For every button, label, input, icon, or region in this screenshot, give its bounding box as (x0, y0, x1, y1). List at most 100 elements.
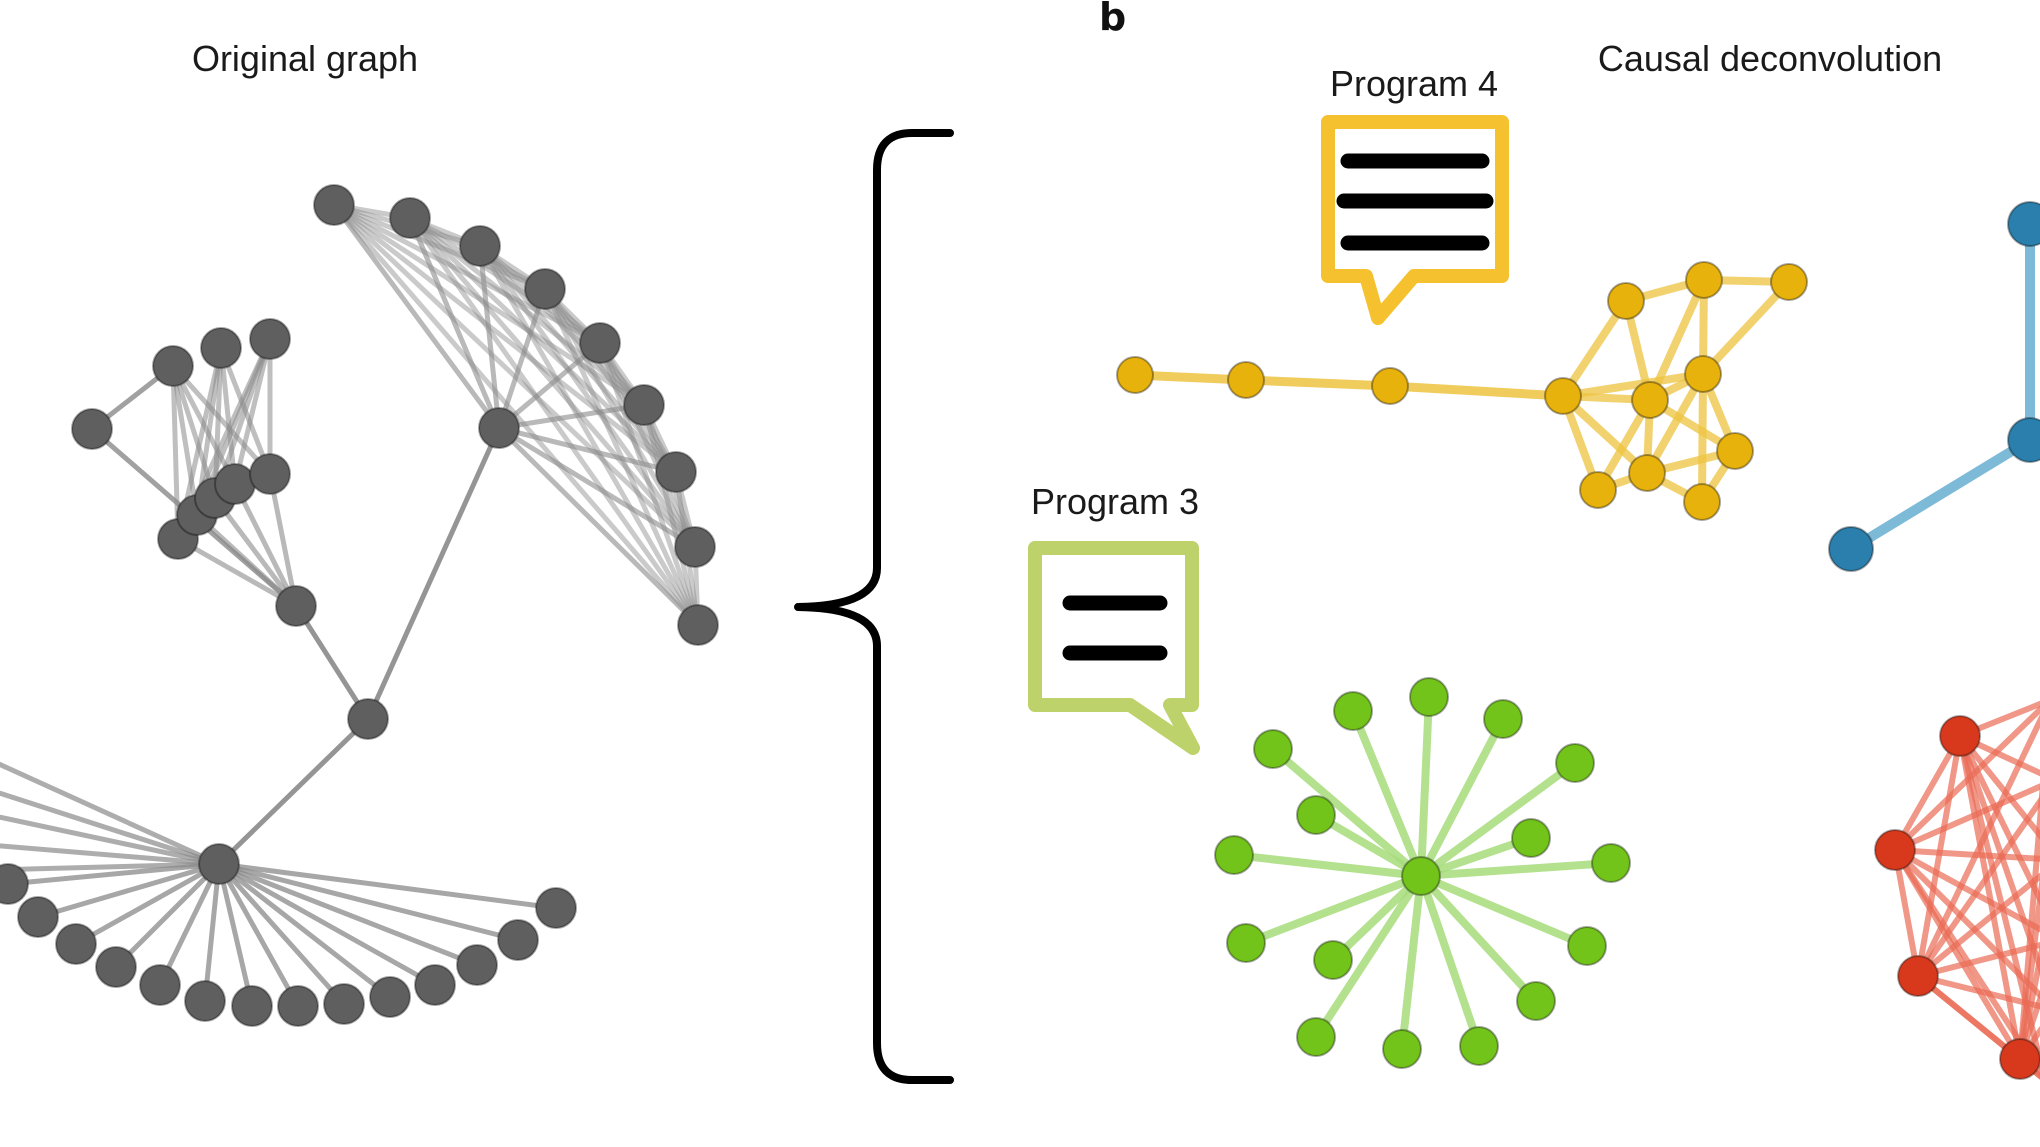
causal-deconvolution-title: Causal deconvolution (1598, 38, 1942, 79)
graph-edge (331, 202, 647, 408)
graph-edge (496, 425, 679, 475)
component-edge (1915, 733, 1963, 979)
graph-node (456, 944, 498, 986)
graph-edge (496, 402, 647, 431)
graph-node (152, 345, 194, 387)
component-edge (1329, 872, 1425, 964)
graph-edge (407, 215, 502, 431)
graph-node (655, 451, 697, 493)
component-edge (1230, 851, 1425, 880)
component-node (1607, 282, 1645, 320)
graph-node (139, 964, 181, 1006)
graph-edge (216, 861, 480, 968)
graph-edge (73, 861, 222, 947)
graph-node (369, 976, 411, 1018)
component-edge (1417, 872, 1540, 1005)
component-edge (1417, 715, 1507, 880)
graph-edge (496, 340, 603, 431)
graph-edge (331, 202, 679, 475)
component-node (1567, 926, 1607, 966)
graph-node (579, 322, 621, 364)
component-node (1999, 1038, 2040, 1080)
graph-edge (496, 425, 701, 628)
component-edge (1892, 705, 2040, 853)
graph-node (478, 407, 520, 449)
component-edge (1699, 278, 1793, 378)
graph-node (323, 983, 365, 1025)
component-edge (2017, 875, 2040, 1062)
component-node (2007, 417, 2040, 463)
component-node (1683, 483, 1721, 521)
component-edge (1349, 707, 1425, 880)
component-edge (1417, 834, 1535, 880)
component-edge (1892, 733, 1963, 853)
graph-edge (216, 716, 371, 867)
yellow-component-nodes (1116, 261, 1808, 521)
graph-node (55, 923, 97, 965)
graph-edge (597, 340, 698, 550)
graph-edge (175, 536, 299, 609)
blue-component-edges (1846, 219, 2040, 554)
component-node (1483, 699, 1523, 739)
graph-edge (0, 843, 222, 867)
graph-node (249, 453, 291, 495)
graph-edge (496, 425, 698, 550)
graph-edge (170, 363, 181, 542)
graph-edge (542, 286, 679, 475)
graph-node (198, 843, 240, 885)
graph-node (17, 896, 59, 938)
graph-node (524, 268, 566, 310)
graph-edge (407, 215, 647, 408)
graph-edge (157, 861, 222, 988)
graph-node (459, 225, 501, 267)
graph-edge (331, 202, 502, 431)
curly-bracket (794, 129, 954, 1084)
graph-edge (331, 202, 603, 346)
graph-edge (216, 861, 255, 1009)
graph-edge (216, 861, 347, 1007)
component-edge (1242, 872, 1425, 947)
component-node (1684, 355, 1722, 393)
graph-edge (216, 861, 521, 943)
component-node (1555, 743, 1595, 783)
green-component-edges (1230, 693, 1615, 1053)
component-edge (1417, 872, 1483, 1050)
component-node (1313, 940, 1353, 980)
graph-node (535, 887, 577, 929)
graph-edge (477, 243, 502, 431)
component-edge (1915, 713, 2040, 979)
original-graph-nodes (0, 184, 719, 1027)
component-edge (1398, 872, 1425, 1053)
graph-node (414, 964, 456, 1006)
component-node (1544, 377, 1582, 415)
component-node (1511, 818, 1551, 858)
graph-edge (331, 202, 548, 292)
graph-node (313, 184, 355, 226)
component-edge (1559, 392, 1651, 477)
component-node (1631, 381, 1669, 419)
component-edge (1385, 381, 1568, 401)
program-4-label: Program 4 (1330, 63, 1498, 104)
component-node (1401, 856, 1441, 896)
graph-edge (293, 603, 371, 722)
original-graph-edges (0, 202, 701, 1009)
graph-edge (202, 861, 222, 1004)
graph-node (200, 327, 242, 369)
graph-edge (542, 286, 698, 550)
green-component-nodes (1214, 677, 1631, 1069)
component-node (1296, 1017, 1336, 1057)
graph-edge (477, 243, 698, 550)
component-edge (1312, 872, 1425, 1041)
component-node (1939, 715, 1981, 757)
graph-node (623, 384, 665, 426)
graph-edge (0, 790, 222, 867)
graph-node (389, 197, 431, 239)
graph-edge (232, 336, 273, 487)
component-edge (1241, 375, 1395, 391)
component-node (1296, 795, 1336, 835)
component-node (2007, 201, 2040, 247)
component-node (1253, 729, 1293, 769)
component-edge (1269, 745, 1425, 880)
graph-edge (113, 861, 222, 970)
